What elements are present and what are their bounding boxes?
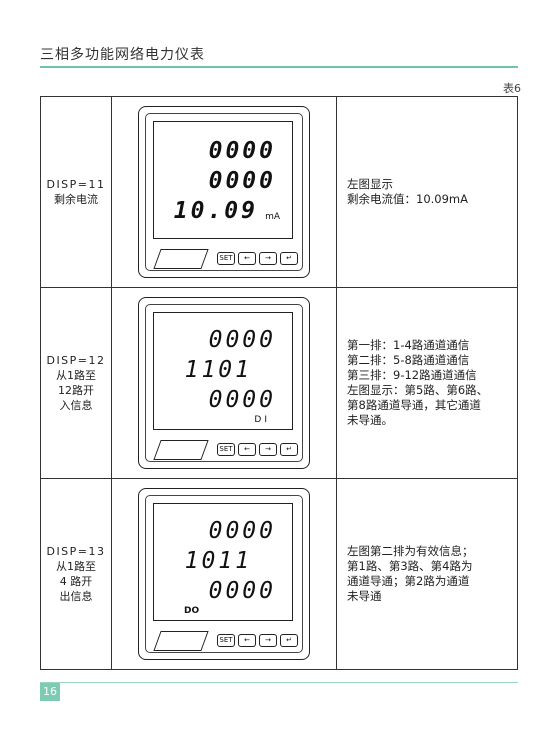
panel-window <box>153 440 209 460</box>
meter-line-2: 1101 <box>184 357 252 383</box>
row-label-line: 从1路至 <box>56 369 96 382</box>
row-label-line: 剩余电流 <box>54 193 98 206</box>
row-label-cell: DISP=11 剩余电流 <box>40 96 112 288</box>
desc-line: 通道导通；第2路为通道 <box>347 574 470 588</box>
table-row: DISP=11 剩余电流 0000 0000 10.09 mA SET ← → … <box>40 96 518 288</box>
set-key: SET <box>217 634 235 647</box>
meter-keys: SET ← → ↵ <box>217 634 298 647</box>
meter-panel: 0000 1011 0000 DO SET ← → ↵ <box>138 488 310 660</box>
panel-window <box>153 631 209 651</box>
set-key: SET <box>217 252 235 265</box>
enter-key: ↵ <box>280 443 298 456</box>
meter-line-3: 0000 <box>208 578 276 604</box>
meter-bezel <box>145 113 303 271</box>
meter-line-2: 0000 <box>208 168 276 194</box>
row-label-cell: DISP=13 从1路至 4 路开 出信息 <box>40 478 112 670</box>
meter-illustration-cell: 0000 1101 0000 DI SET ← → ↵ <box>111 287 337 479</box>
meter-line-3: 10.09 <box>173 198 258 224</box>
panel-window <box>153 249 209 269</box>
meter-line-1: 0000 <box>208 327 276 353</box>
row-label-line: 12路开 <box>58 384 94 397</box>
meter-unit: DI <box>254 415 270 425</box>
meter-screen: 0000 1011 0000 DO <box>153 503 293 621</box>
meter-bezel <box>145 495 303 653</box>
desc-line: 第二排：5-8路通道通信 <box>347 353 470 367</box>
right-arrow-key: → <box>259 443 277 456</box>
meter-keys: SET ← → ↵ <box>217 252 298 265</box>
row-description-cell: 第一排：1-4路通道通信 第二排：5-8路通道通信 第三排：9-12路通道通信 … <box>336 287 518 479</box>
row-label-cell: DISP=12 从1路至 12路开 入信息 <box>40 287 112 479</box>
meter-line-3: 0000 <box>208 387 276 413</box>
row-label-line: 入信息 <box>59 399 93 412</box>
meter-panel: 0000 0000 10.09 mA SET ← → ↵ <box>138 106 310 278</box>
meter-screen: 0000 1101 0000 DI <box>153 312 293 430</box>
footer-rule <box>40 682 518 683</box>
meter-keys: SET ← → ↵ <box>217 443 298 456</box>
right-arrow-key: → <box>259 634 277 647</box>
row-label-line: 出信息 <box>59 590 93 603</box>
desc-line: 左图显示 <box>347 177 393 191</box>
meter-panel: 0000 1101 0000 DI SET ← → ↵ <box>138 297 310 469</box>
page-header-title: 三相多功能网络电力仪表 <box>40 47 205 63</box>
desc-line: 左图第二排为有效信息； <box>347 544 474 558</box>
left-arrow-key: ← <box>238 634 256 647</box>
right-arrow-key: → <box>259 252 277 265</box>
row-description-cell: 左图第二排为有效信息； 第1路、第3路、第4路为 通道导通；第2路为通道 未导通 <box>336 478 518 670</box>
table-row: DISP=12 从1路至 12路开 入信息 0000 1101 0000 DI … <box>40 287 518 479</box>
disp-code: DISP=13 <box>46 545 106 558</box>
meter-bezel <box>145 304 303 462</box>
header-rule <box>40 66 518 68</box>
meter-line-1: 0000 <box>208 138 276 164</box>
desc-line: 第一排：1-4路通道通信 <box>347 338 470 352</box>
meter-unit: mA <box>265 212 280 222</box>
set-key: SET <box>217 443 235 456</box>
left-arrow-key: ← <box>238 252 256 265</box>
disp-code: DISP=12 <box>46 354 106 367</box>
meter-illustration-cell: 0000 1011 0000 DO SET ← → ↵ <box>111 478 337 670</box>
meter-screen: 0000 0000 10.09 mA <box>153 121 293 239</box>
enter-key: ↵ <box>280 634 298 647</box>
left-arrow-key: ← <box>238 443 256 456</box>
meter-line-2: 1011 <box>184 548 252 574</box>
desc-line: 第8路通道导通，其它通道 <box>347 398 481 412</box>
desc-line: 左图显示：第5路、第6路、 <box>347 383 489 397</box>
desc-line: 未导通 <box>347 589 382 603</box>
enter-key: ↵ <box>280 252 298 265</box>
desc-line: 第1路、第3路、第4路为 <box>347 559 473 573</box>
table-row: DISP=13 从1路至 4 路开 出信息 0000 1011 0000 DO … <box>40 478 518 670</box>
display-spec-table: DISP=11 剩余电流 0000 0000 10.09 mA SET ← → … <box>40 96 518 670</box>
desc-line: 第三排：9-12路通道通信 <box>347 368 477 382</box>
desc-line: 未导通。 <box>347 413 393 427</box>
row-description-cell: 左图显示 剩余电流值：10.09mA <box>336 96 518 288</box>
table-label: 表6 <box>503 82 521 95</box>
meter-illustration-cell: 0000 0000 10.09 mA SET ← → ↵ <box>111 96 337 288</box>
meter-line-1: 0000 <box>208 518 276 544</box>
row-label-line: 从1路至 <box>56 560 96 573</box>
row-label-line: 4 路开 <box>59 575 93 588</box>
desc-line: 剩余电流值：10.09mA <box>347 192 468 206</box>
disp-code: DISP=11 <box>46 178 106 191</box>
meter-unit: DO <box>184 606 200 616</box>
page-number: 16 <box>40 683 60 701</box>
